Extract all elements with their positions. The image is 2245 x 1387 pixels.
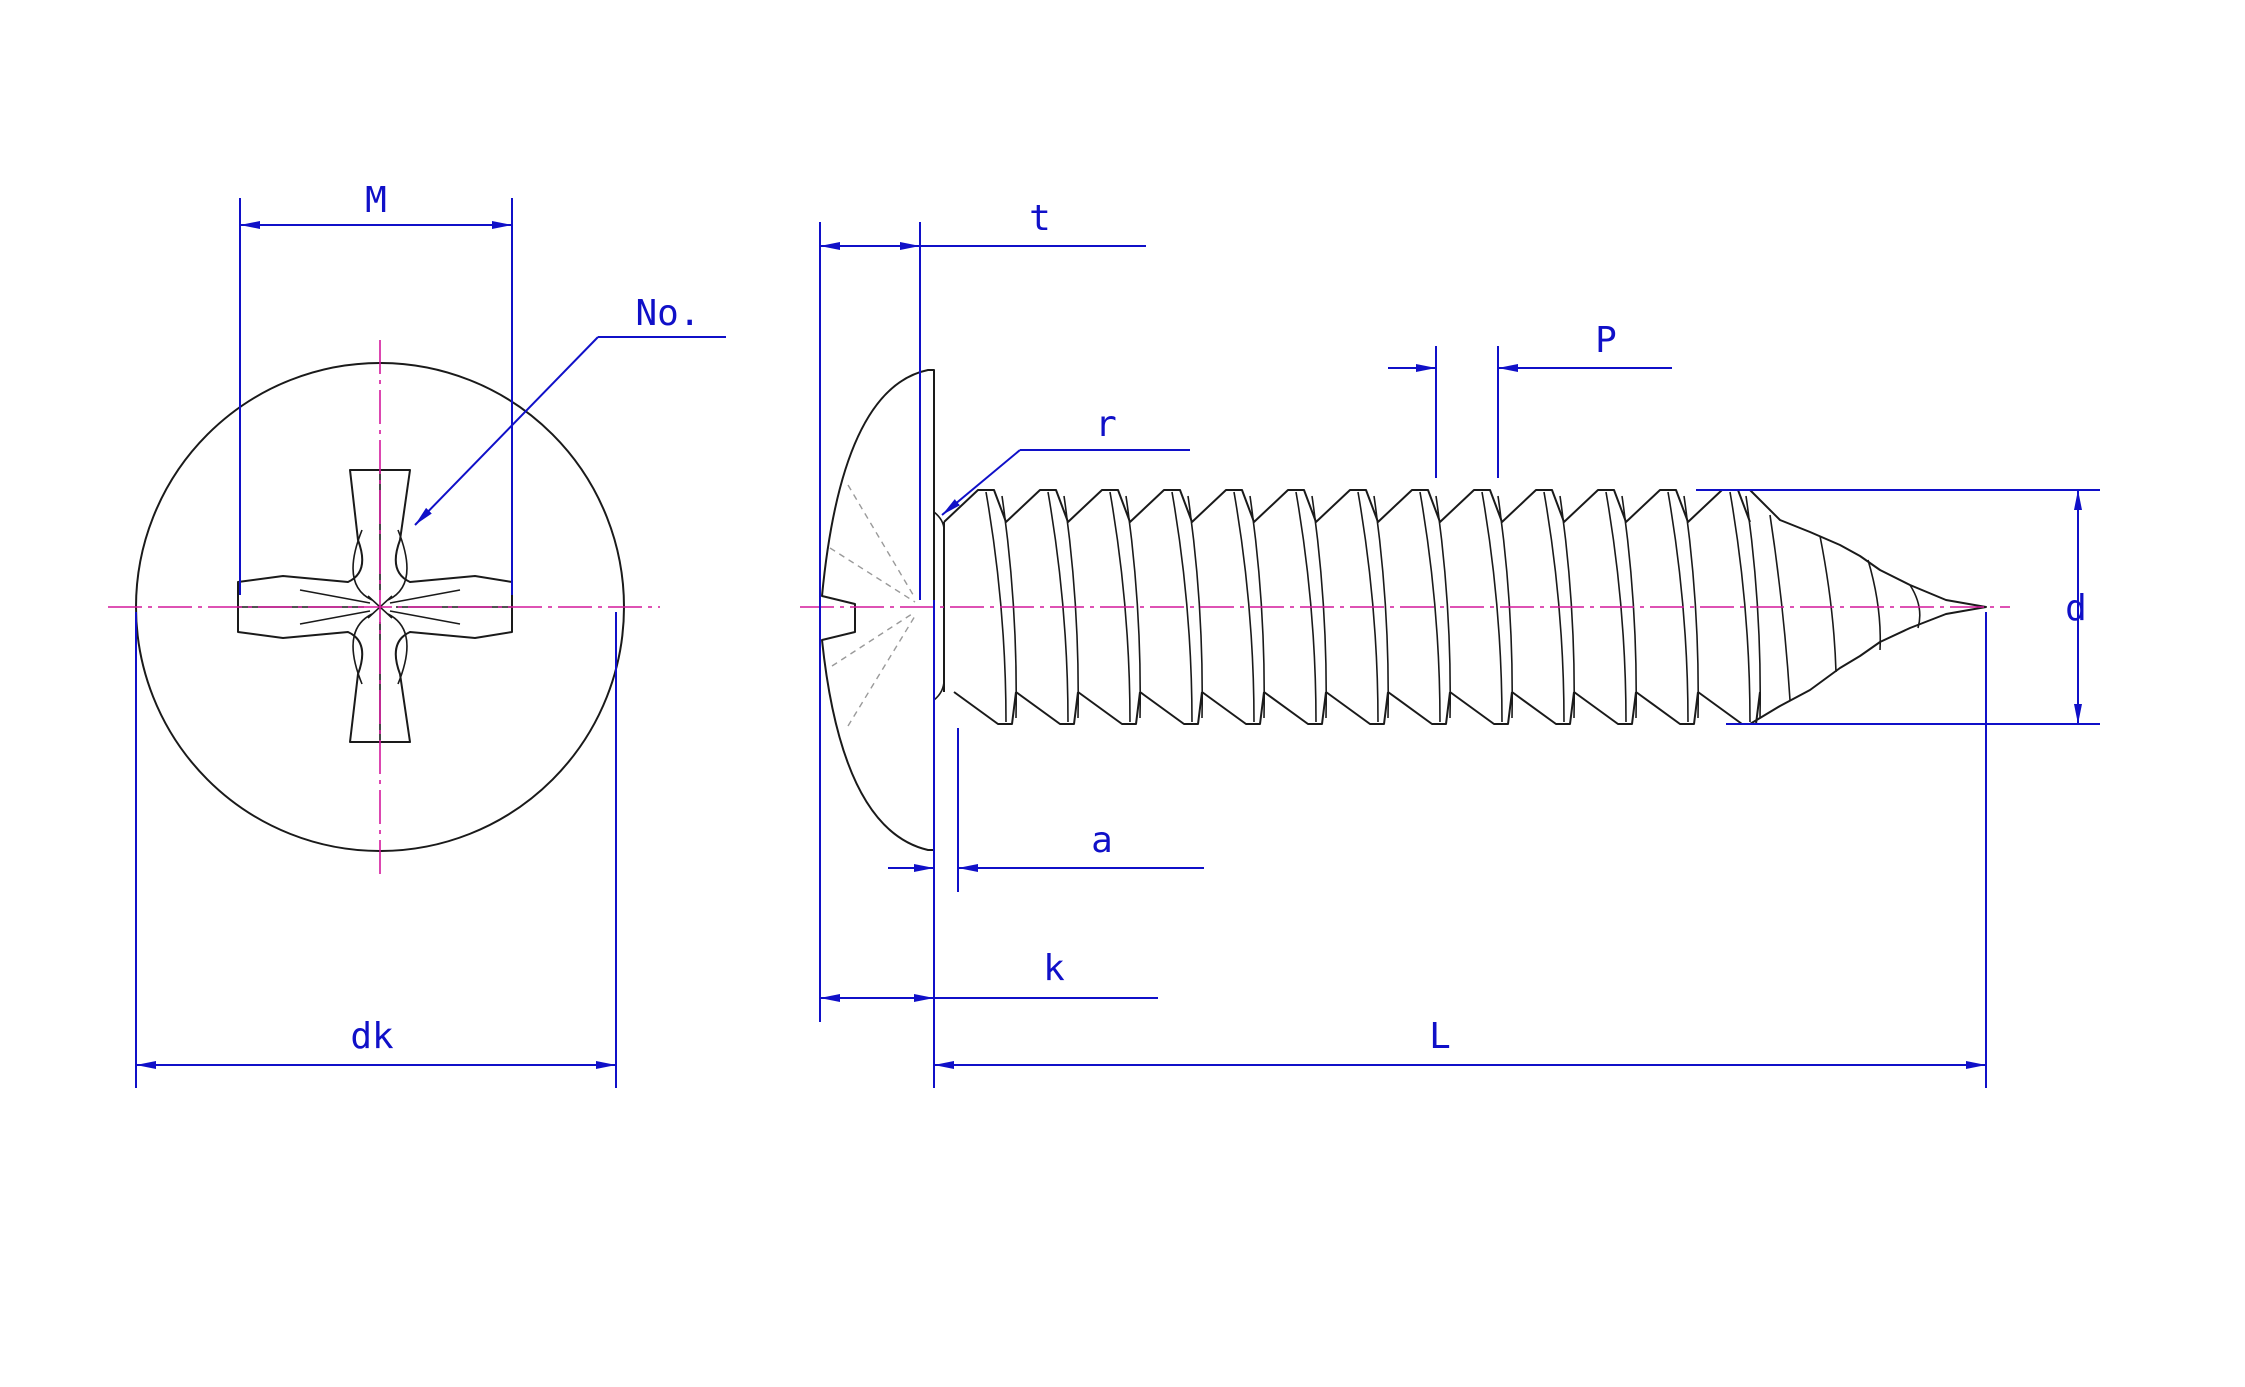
dimension-dk: dk [135, 612, 617, 1088]
dimension-r: r [941, 404, 1190, 516]
dimension-t-label: t [1029, 198, 1051, 239]
dimension-d-label: d [2065, 588, 2087, 629]
dimension-p: P [1388, 320, 1672, 478]
dimension-k: k [820, 600, 1158, 1088]
dimension-r-label: r [1095, 404, 1117, 445]
dimension-a-label: a [1091, 820, 1113, 861]
dimension-no: No. [414, 293, 726, 526]
screw-side-view: t r P d a [800, 198, 2100, 1088]
head-top-view: M No. dk [108, 180, 726, 1088]
dimension-k-label: k [1043, 948, 1065, 989]
screw-head [821, 369, 945, 851]
dimension-t: t [819, 198, 1146, 1022]
dimension-no-label: No. [635, 293, 700, 334]
phillips-recess [237, 469, 513, 743]
dimension-d: d [1696, 489, 2100, 725]
dimension-l: L [934, 612, 1987, 1088]
dimension-l-label: L [1429, 1016, 1451, 1057]
dimension-p-label: P [1595, 320, 1617, 361]
dimension-dk-label: dk [350, 1016, 394, 1057]
dimension-m: M [239, 180, 513, 595]
dimension-m-label: M [365, 180, 387, 221]
dimension-a: a [888, 728, 1204, 892]
